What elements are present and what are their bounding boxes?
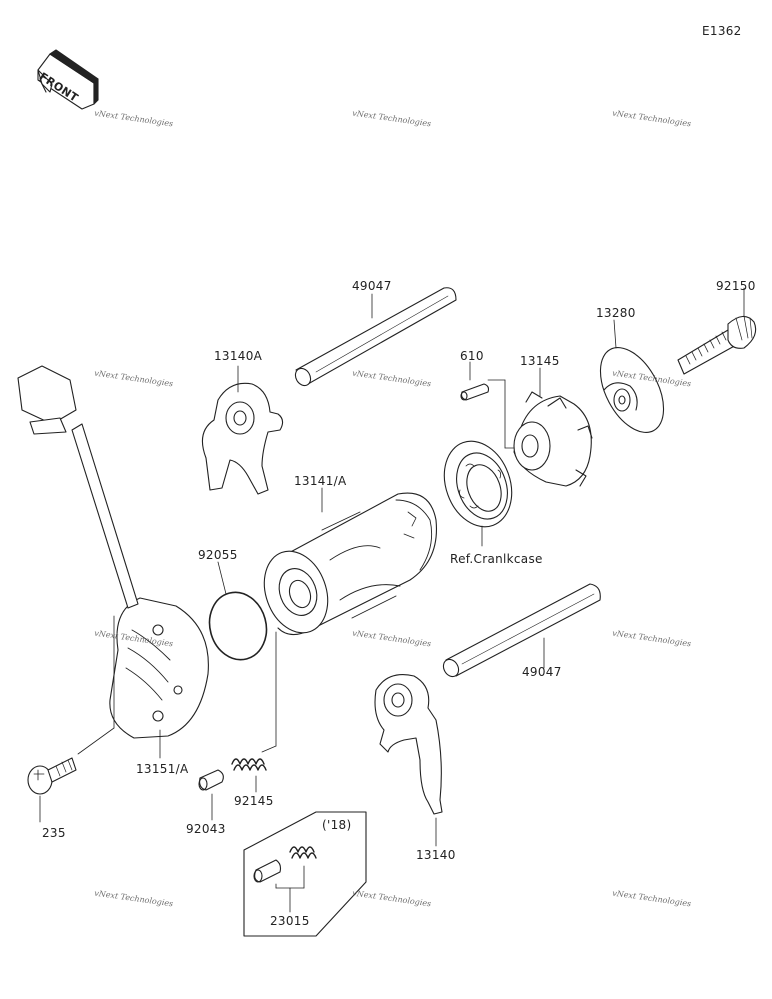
part-label-bolt: 92150 [716,279,756,293]
year-note: ('18) [322,818,352,832]
part-label-holder: 13151/A [136,762,189,776]
shift-holder [17,365,209,739]
pin-610 [460,379,521,449]
shift-fork-lower [374,674,443,815]
part-label-pin: 610 [460,349,484,363]
cam-gear [513,391,593,487]
screw [27,757,77,795]
plate [599,347,665,433]
part-label-plate: 13280 [596,306,636,320]
shaft-lower [442,583,601,678]
o-ring [208,591,268,661]
spring [231,758,267,771]
part-label-fork-upper: 13140A [214,349,263,363]
part-label-crankcase-ref: Ref.Cranlkcase [450,552,543,566]
shaft-upper [294,287,457,387]
part-label-fork-lower: 13140 [416,848,456,862]
front-arrow-icon [37,49,99,110]
part-label-pin-small: 92043 [186,822,226,836]
part-label-kit: 23015 [270,914,310,928]
leader-lines [39,287,745,913]
kit-box [243,811,367,937]
bolt [677,315,757,375]
page-code: E1362 [702,24,742,38]
part-label-spring: 92145 [234,794,274,808]
bearing [443,440,513,528]
shift-drum [263,492,438,636]
part-label-screw: 235 [42,826,66,840]
part-label-drum: 13141/A [294,474,347,488]
part-label-cam-gear: 13145 [520,354,560,368]
part-label-shaft-upper: 49047 [352,279,392,293]
part-label-o-ring: 92055 [198,548,238,562]
detent-pin [198,769,224,791]
part-label-shaft-lower: 49047 [522,665,562,679]
shift-fork-upper [201,382,284,495]
